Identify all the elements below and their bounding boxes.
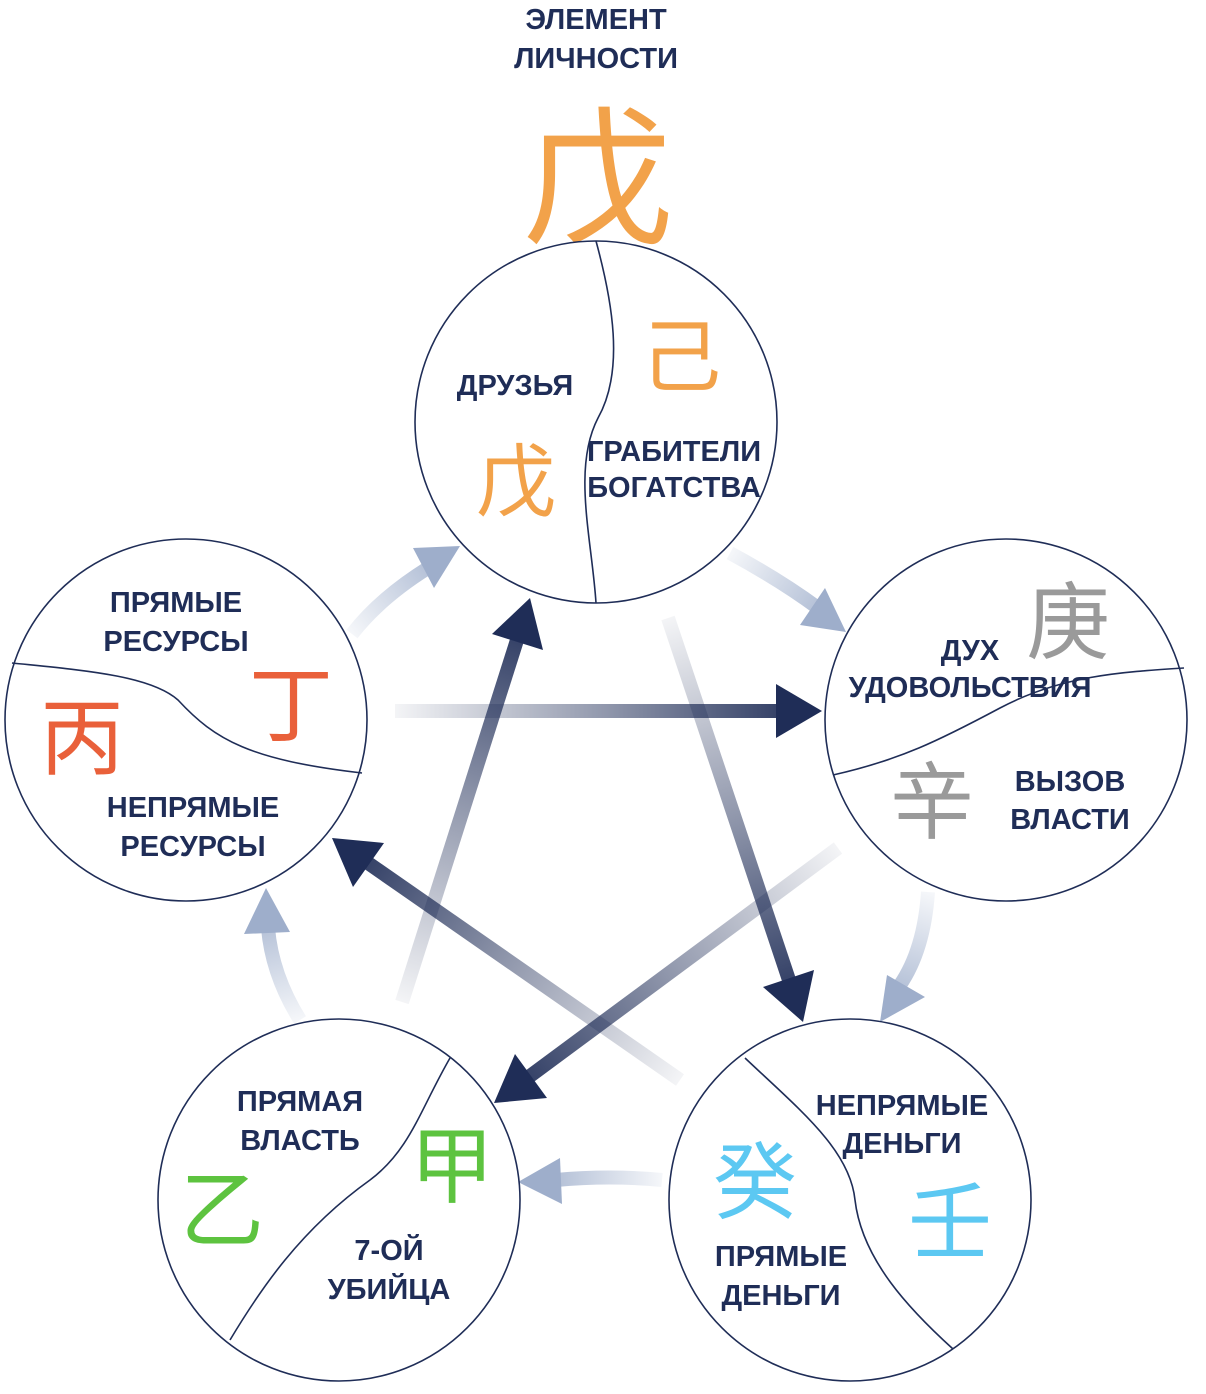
- wood-direct-power-label-line1: ПРЯМАЯ: [237, 1086, 363, 1118]
- metal-yang-glyph: 庚: [1026, 574, 1110, 672]
- control-arrow-water-to-fire: [332, 838, 684, 1086]
- circle-fire: ПРЯМЫЕ РЕСУРСЫ 丙 丁 НЕПРЯМЫЕ РЕСУРСЫ: [4, 538, 368, 902]
- generate-arrow-water-to-wood: [518, 1158, 663, 1204]
- generate-arrow-fire-to-earth: [346, 546, 460, 639]
- circle-metal: ДУХ УДОВОЛЬСТВИЯ 庚 辛 ВЫЗОВ ВЛАСТИ: [824, 538, 1188, 902]
- control-arrow-earth-to-water: [661, 615, 814, 1022]
- fire-indirect-resources-label-line2: РЕСУРСЫ: [120, 831, 265, 863]
- earth-yin-glyph: 己: [641, 311, 721, 404]
- water-yang-glyph: 壬: [908, 1174, 992, 1272]
- wood-yang-glyph: 甲: [410, 1118, 494, 1216]
- wood-seventh-killer-label-line1: 7-ОЙ: [354, 1233, 423, 1267]
- header-title-line1: ЭЛЕМЕНТ: [525, 4, 667, 36]
- control-arrow-metal-to-wood: [494, 842, 843, 1103]
- water-indirect-money-label-line1: НЕПРЯМЫЕ: [816, 1090, 989, 1122]
- circle-earth: ДРУЗЬЯ 戊 己 ГРАБИТЕЛИ БОГАТСТВА: [414, 240, 778, 604]
- circle-water: НЕПРЯМЫЕ ДЕНЬГИ 癸 壬 ПРЯМЫЕ ДЕНЬГИ: [668, 1018, 1032, 1382]
- header-title-line2: ЛИЧНОСТИ: [514, 43, 678, 75]
- wood-seventh-killer-label-line2: УБИЙЦА: [328, 1272, 451, 1306]
- wood-yin-glyph: 乙: [180, 1162, 264, 1260]
- control-arrow-wood-to-earth: [395, 598, 543, 1005]
- earth-yang-glyph: 戊: [476, 436, 556, 529]
- earth-rob-wealth-label-line1: ГРАБИТЕЛИ: [587, 436, 761, 468]
- water-direct-money-label-line1: ПРЯМЫЕ: [715, 1241, 847, 1273]
- metal-pleasure-spirit-label-line1: ДУХ: [941, 635, 1000, 667]
- metal-pleasure-spirit-label-line2: УДОВОЛЬСТВИЯ: [849, 672, 1092, 704]
- generate-arrow-wood-to-fire: [244, 888, 306, 1024]
- control-arrow-fire-to-metal: [395, 684, 822, 738]
- header: ЭЛЕМЕНТ ЛИЧНОСТИ 戊: [514, 4, 678, 268]
- earth-friends-label: ДРУЗЬЯ: [457, 370, 573, 402]
- generate-arrow-metal-to-water: [880, 891, 935, 1022]
- earth-rob-wealth-label-line2: БОГАТСТВА: [587, 472, 761, 504]
- water-direct-money-label-line2: ДЕНЬГИ: [721, 1280, 840, 1312]
- metal-power-challenge-label-line2: ВЛАСТИ: [1010, 804, 1130, 836]
- metal-yin-glyph: 辛: [890, 754, 974, 852]
- fire-direct-resources-label-line1: ПРЯМЫЕ: [110, 587, 242, 619]
- metal-power-challenge-label-line1: ВЫЗОВ: [1015, 766, 1126, 798]
- circle-wood: ПРЯМАЯ ВЛАСТЬ 甲 乙 7-ОЙ УБИЙЦА: [157, 1018, 521, 1382]
- fire-yin-glyph: 丁: [249, 657, 333, 755]
- fire-direct-resources-label-line2: РЕСУРСЫ: [103, 626, 248, 658]
- fire-indirect-resources-label-line1: НЕПРЯМЫЕ: [107, 792, 280, 824]
- generate-arrow-earth-to-metal: [726, 546, 846, 632]
- personality-element-glyph: 戊: [523, 94, 673, 268]
- wood-direct-power-label-line2: ВЛАСТЬ: [240, 1125, 360, 1157]
- water-yin-glyph: 癸: [713, 1134, 797, 1232]
- fire-yang-glyph: 丙: [40, 690, 124, 788]
- water-indirect-money-label-line2: ДЕНЬГИ: [842, 1128, 961, 1160]
